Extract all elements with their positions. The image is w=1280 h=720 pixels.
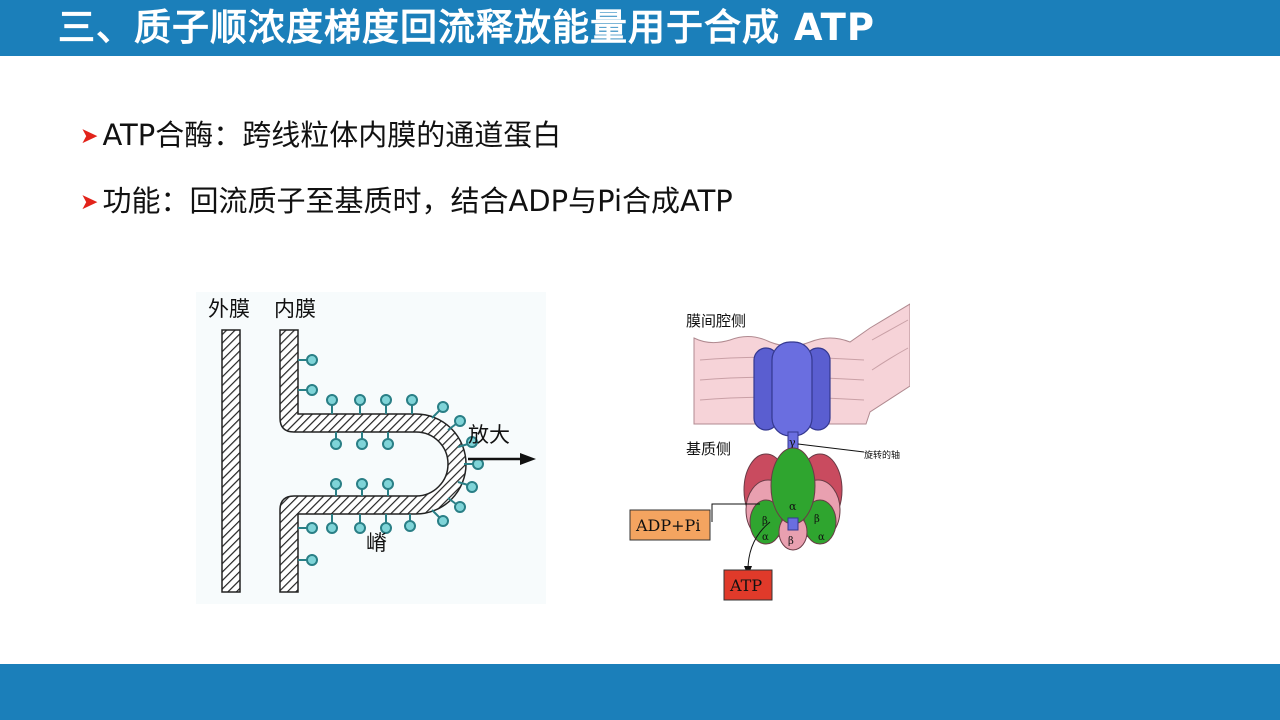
substrate-box xyxy=(629,509,711,541)
substrate-label: ADP+Pi xyxy=(635,516,700,535)
footer-bar xyxy=(0,664,1280,720)
bullet-text: 功能：回流质子至基质时，结合ADP与Pi合成ATP xyxy=(102,184,733,218)
f0-channel xyxy=(753,341,831,437)
substrate-pointer xyxy=(711,503,760,522)
alpha-label: α xyxy=(789,500,797,513)
matrix-side-label: 基质侧 xyxy=(686,440,731,458)
beta-label: β xyxy=(762,516,768,527)
product-label: ATP xyxy=(729,576,762,595)
intermembrane-side-label: 膜间腔侧 xyxy=(686,312,746,330)
inner-membrane xyxy=(279,329,467,593)
arrowhead-icon: ➤ xyxy=(80,124,99,149)
header-bar xyxy=(0,0,1280,56)
bullet-atp-synthase: ➤ATP合酶：跨线粒体内膜的通道蛋白 xyxy=(80,117,561,157)
membrane-crista-diagram: 外膜 内膜 放大 嵴 xyxy=(196,292,546,604)
shaft-pointer xyxy=(797,443,865,453)
product-arrow xyxy=(747,521,771,571)
atp-synthase-diagram: 膜间腔侧 γ 旋转的轴 基质侧 α β xyxy=(620,300,911,610)
crista-label: 嵴 xyxy=(366,531,387,555)
atp-synthase-heads xyxy=(298,354,484,566)
alpha-label: α xyxy=(818,532,825,543)
beta-label: β xyxy=(814,514,820,525)
beta-label: β xyxy=(788,536,794,547)
zoom-arrow-head xyxy=(520,453,536,465)
slide-title: 三、质子顺浓度梯度回流释放能量用于合成 ATP xyxy=(58,6,875,49)
alpha-label: α xyxy=(762,532,769,543)
product-box xyxy=(723,569,773,601)
bullet-function: ➤功能：回流质子至基质时，结合ADP与Pi合成ATP xyxy=(80,183,733,223)
f1-head xyxy=(743,447,843,551)
rotating-shaft-label: 旋转的轴 xyxy=(864,449,900,461)
arrowhead-icon: ➤ xyxy=(80,190,99,215)
inner-membrane-label: 内膜 xyxy=(274,297,316,321)
bullet-text: ATP合酶：跨线粒体内膜的通道蛋白 xyxy=(102,118,562,152)
outer-membrane xyxy=(221,329,241,593)
zoom-label: 放大 xyxy=(468,423,510,447)
gamma-label: γ xyxy=(789,436,796,449)
outer-membrane-label: 外膜 xyxy=(208,297,250,321)
